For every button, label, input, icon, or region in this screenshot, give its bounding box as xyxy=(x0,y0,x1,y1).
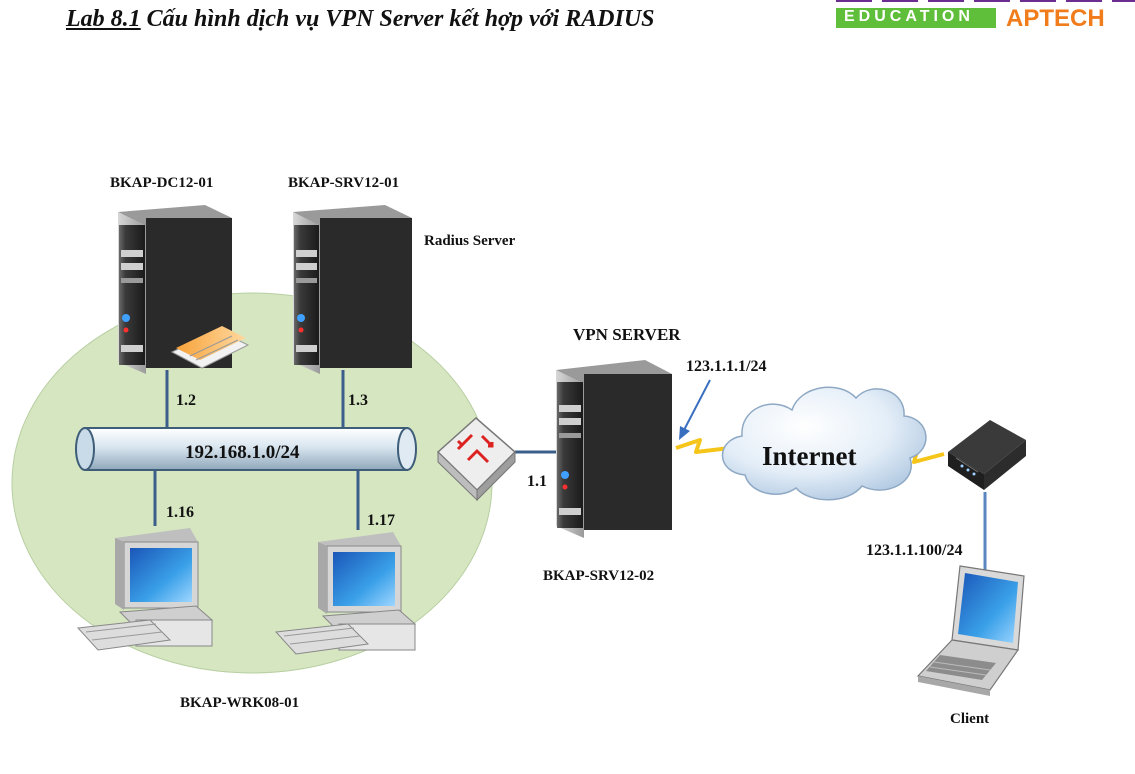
lan-backbone xyxy=(75,427,417,471)
dc-server-icon xyxy=(118,205,250,374)
vpn-hostname: BKAP-SRV12-02 xyxy=(543,568,654,584)
logo-top-cut xyxy=(836,0,1135,2)
logo-education-text: EDUCATION xyxy=(844,8,974,25)
page-title: Lab 8.1 Cấu hình dịch vụ VPN Server kết … xyxy=(66,6,655,33)
switch-icon xyxy=(436,416,517,502)
lab-number: Lab 8.1 xyxy=(66,6,141,32)
lab-title: Cấu hình dịch vụ VPN Server kết hợp với … xyxy=(146,6,655,32)
workstation-1-icon xyxy=(76,528,214,651)
dc-hostname: BKAP-DC12-01 xyxy=(110,175,213,191)
wan-link-bolt-1 xyxy=(675,438,731,454)
wrk-hostname: BKAP-WRK08-01 xyxy=(180,695,299,711)
client-label: Client xyxy=(950,711,989,727)
vpn-server-icon xyxy=(556,360,672,538)
vpn-wan-ip: 123.1.1.1/24 xyxy=(686,358,766,375)
network-label: 192.168.1.0/24 xyxy=(185,442,300,463)
wrk1-ip: 1.16 xyxy=(166,504,194,521)
client-ip: 123.1.1.100/24 xyxy=(866,542,962,559)
internet-label: Internet xyxy=(762,441,856,471)
wan-pointer-arrow xyxy=(679,379,711,440)
client-laptop-icon xyxy=(916,565,1025,696)
srv-ip: 1.3 xyxy=(348,392,368,409)
radius-role-label: Radius Server xyxy=(424,233,516,249)
bachkhoa-aptech-logo: EDUCATION APTECH xyxy=(836,0,1135,32)
internet-cloud-icon xyxy=(721,386,927,501)
modem-icon xyxy=(948,420,1026,490)
radius-server-icon xyxy=(293,205,412,374)
srv-hostname: BKAP-SRV12-01 xyxy=(288,175,399,191)
logo-aptech-text: APTECH xyxy=(1006,5,1105,32)
wrk2-ip: 1.17 xyxy=(367,512,395,529)
logo-green-strip xyxy=(836,8,996,28)
vpn-title: VPN SERVER xyxy=(573,325,681,344)
dc-ip: 1.2 xyxy=(176,392,196,409)
vpn-lan-ip: 1.1 xyxy=(527,473,547,490)
lan-zone xyxy=(11,292,493,674)
workstation-2-icon xyxy=(274,532,417,655)
